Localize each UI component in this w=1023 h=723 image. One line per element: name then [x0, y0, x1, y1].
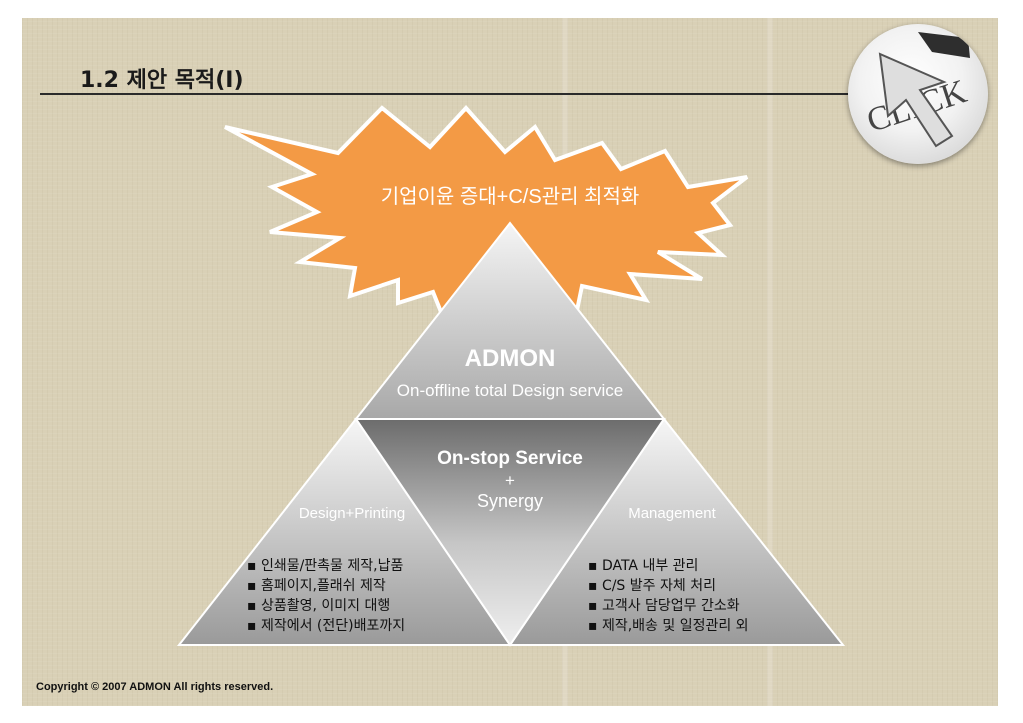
- right-item: ▪ DATA 내부 관리: [588, 558, 698, 574]
- left-item: ▪ 제작에서 (전단)배포까지: [247, 618, 405, 634]
- cursor-arrow-icon: CLICK: [863, 32, 971, 148]
- left-item: ▪ 홈페이지,플래쉬 제작: [247, 578, 386, 594]
- left-title: Design+Printing: [299, 505, 405, 522]
- cursor-dark-pointer: [918, 32, 970, 58]
- left-item: ▪ 상품촬영, 이미지 대행: [247, 598, 390, 614]
- right-title: Management: [628, 505, 716, 522]
- left-item: ▪ 인쇄물/판촉물 제작,납품: [247, 558, 403, 574]
- center-plus: +: [505, 471, 515, 490]
- copyright-text: Copyright © 2007 ADMON All rights reserv…: [36, 681, 274, 693]
- starburst-text: 기업이윤 증대+C/S관리 최적화: [381, 185, 640, 208]
- admon-subtitle: On-offline total Design service: [397, 381, 623, 400]
- page-title: 1.2 제안 목적(I): [80, 68, 244, 93]
- right-item: ▪ C/S 발주 자체 처리: [588, 578, 716, 594]
- center-title: On-stop Service: [437, 448, 583, 469]
- right-item: ▪ 제작,배송 및 일정관리 외: [588, 618, 749, 634]
- starburst-shape: [224, 105, 749, 331]
- cursor-arrow-shape: [878, 52, 954, 148]
- right-item: ▪ 고객사 담당업무 간소화: [588, 598, 740, 614]
- center-subtitle: Synergy: [477, 491, 543, 511]
- pyramid-center-triangle: [354, 418, 666, 647]
- click-button[interactable]: CLICK: [848, 24, 988, 164]
- title-divider: [40, 93, 860, 95]
- admon-title: ADMON: [465, 345, 556, 372]
